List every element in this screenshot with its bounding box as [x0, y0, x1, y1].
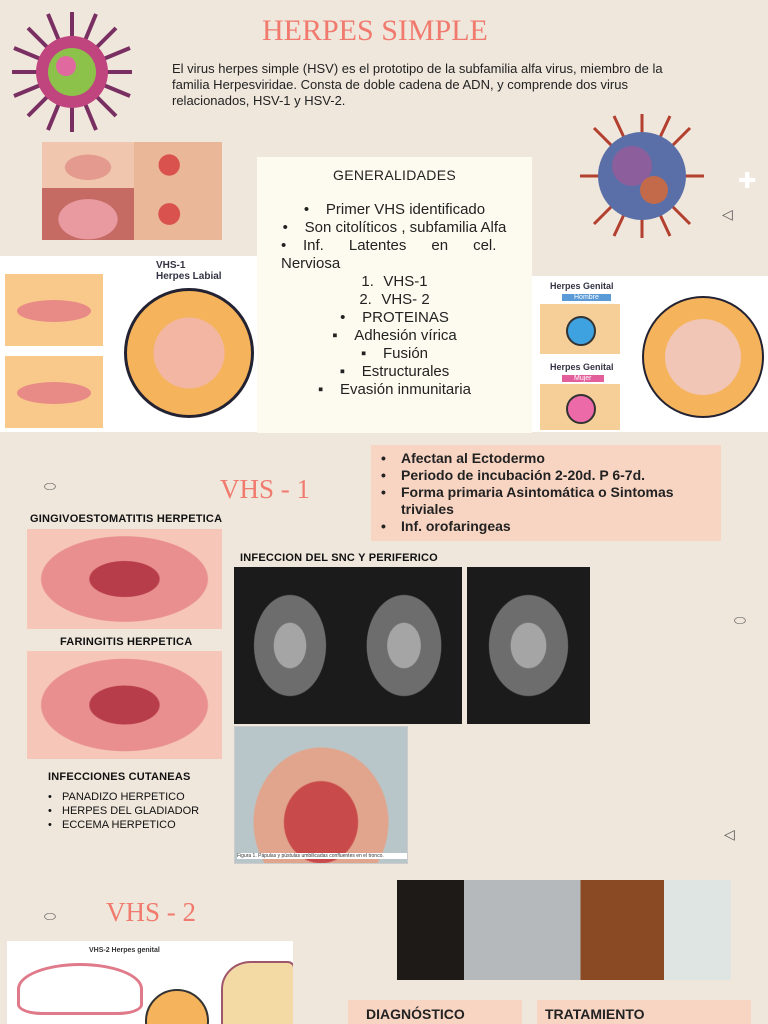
- skin-lesion-photo-2: [134, 188, 222, 240]
- genital-figure: Herpes Genital Hombre Herpes Genital Muj…: [532, 276, 768, 432]
- generalidades-item: •Son citolíticos , subfamilia Alfa: [282, 219, 507, 236]
- cutaneas-list: •PANADIZO HERPETICO •HERPES DEL GLADIADO…: [48, 790, 199, 832]
- diagnostico-label: DIAGNÓSTICO: [366, 1006, 465, 1022]
- mri-photo-1: [234, 567, 346, 724]
- labial-figure: VHS-1 Herpes Labial: [0, 256, 257, 432]
- genital-sub-woman: Mujer: [562, 375, 604, 382]
- genital-label-man: Herpes Genital: [550, 281, 614, 291]
- generalidades-item: ▪Fusión: [360, 345, 429, 362]
- cutaneas-item: •ECCEMA HERPETICO: [48, 819, 176, 831]
- vhs1-fact: •Afectan al Ectodermo: [381, 450, 545, 466]
- pill-decoration-icon: ⬭: [44, 478, 56, 494]
- skin-lesion-photo-1: [134, 142, 222, 188]
- vhs1-facts-box: •Afectan al Ectodermo •Periodo de incuba…: [371, 445, 721, 541]
- snc-caption: INFECCION DEL SNC Y PERIFERICO: [240, 552, 438, 564]
- generalidades-item: 2.VHS- 2: [359, 291, 430, 308]
- virus-icon: [12, 12, 132, 132]
- vhs1-fact: •Inf. orofaringeas: [381, 518, 511, 534]
- lips-drawing-bottom: [5, 356, 103, 428]
- faringitis-photo: [27, 651, 222, 759]
- virus-illustration-top-left: [8, 8, 136, 136]
- pelvis-drawing: [221, 961, 293, 1024]
- generalidades-heading: GENERALIDADES: [333, 167, 456, 183]
- vhs2-figure-title: VHS-2 Herpes genital: [89, 947, 160, 954]
- cutaneas-item: •HERPES DEL GLADIADOR: [48, 805, 200, 817]
- generalidades-list: •Primer VHS identificado •Son citolítico…: [267, 201, 522, 399]
- tongue-lesion-photo: [42, 188, 134, 240]
- cross-decoration-icon: ✚: [738, 168, 757, 193]
- tratamiento-label: TRATAMIENTO: [545, 1006, 645, 1022]
- mri-photo-3: [467, 567, 590, 724]
- genital-drawing-woman: [540, 384, 620, 430]
- triangle-decoration-icon: ◁: [722, 206, 733, 222]
- vhs2-genital-figure: VHS-2 Herpes genital: [7, 941, 293, 1024]
- tratamiento-box: TRATAMIENTO: [537, 1000, 751, 1024]
- generalidades-card: GENERALIDADES •Primer VHS identificado •…: [257, 157, 532, 433]
- generalidades-item: 1.VHS-1: [361, 273, 428, 290]
- genital-sub-man: Hombre: [562, 294, 611, 301]
- page-title: HERPES SIMPLE: [262, 14, 488, 47]
- virus-3d-icon: [580, 114, 704, 238]
- labial-zoom-circle: [124, 288, 254, 418]
- vhs2-title: VHS - 2: [106, 897, 197, 927]
- generalidades-item: •Primer VHS identificado: [303, 201, 486, 218]
- generalidades-item: •PROTEINAS: [340, 309, 449, 326]
- cutaneous-figure-caption: Figura 1. Pápulas y pústulas umbilicadas…: [237, 853, 407, 859]
- mri-photo-2: [346, 567, 462, 724]
- medication-photo: [397, 880, 731, 980]
- generalidades-item: ▪Evasión inmunitaria: [318, 381, 471, 398]
- pill-decoration-icon-right: ⬭: [734, 612, 746, 628]
- generalidades-item: •Inf. Latentes en cel. Nerviosa: [281, 237, 501, 272]
- faringitis-caption: FARINGITIS HERPETICA: [60, 636, 193, 648]
- uterus-drawing: [17, 963, 143, 1015]
- genital-zoom-circle: [642, 296, 764, 418]
- cutaneas-item: •PANADIZO HERPETICO: [48, 791, 185, 803]
- gingivo-photo: [27, 529, 222, 629]
- diagnostico-box: DIAGNÓSTICO: [348, 1000, 522, 1024]
- triangle-decoration-icon-2: ◁: [724, 826, 735, 842]
- genital-label-woman: Herpes Genital: [550, 362, 614, 372]
- gingivo-caption: GINGIVOESTOMATITIS HERPETICA: [30, 513, 223, 525]
- labial-figure-subtitle: Herpes Labial: [156, 271, 222, 282]
- cutaneous-lesion-photo: Figura 1. Pápulas y pústulas umbilicadas…: [234, 726, 408, 864]
- vhs1-title: VHS - 1: [220, 474, 311, 504]
- generalidades-item: ▪Adhesión vírica: [332, 327, 457, 344]
- lips-drawing-top: [5, 274, 103, 346]
- pill-decoration-icon-2: ⬭: [44, 908, 56, 924]
- cutaneas-caption: INFECCIONES CUTANEAS: [48, 771, 191, 783]
- lip-lesion-photo: [42, 142, 134, 188]
- vhs1-facts-list: •Afectan al Ectodermo •Periodo de incuba…: [371, 450, 721, 535]
- vhs2-zoom-circle: [145, 989, 209, 1024]
- vhs1-fact: •Periodo de incubación 2-20d. P 6-7d.: [381, 467, 646, 483]
- intro-paragraph: El virus herpes simple (HSV) es el proto…: [172, 61, 663, 108]
- genital-drawing-man: [540, 304, 620, 354]
- virus-illustration-right: [578, 112, 706, 240]
- generalidades-item: ▪Estructurales: [339, 363, 450, 380]
- vhs1-fact: •Forma primaria Asintomática o Sintomas …: [381, 484, 674, 517]
- labial-figure-title: VHS-1: [156, 260, 186, 271]
